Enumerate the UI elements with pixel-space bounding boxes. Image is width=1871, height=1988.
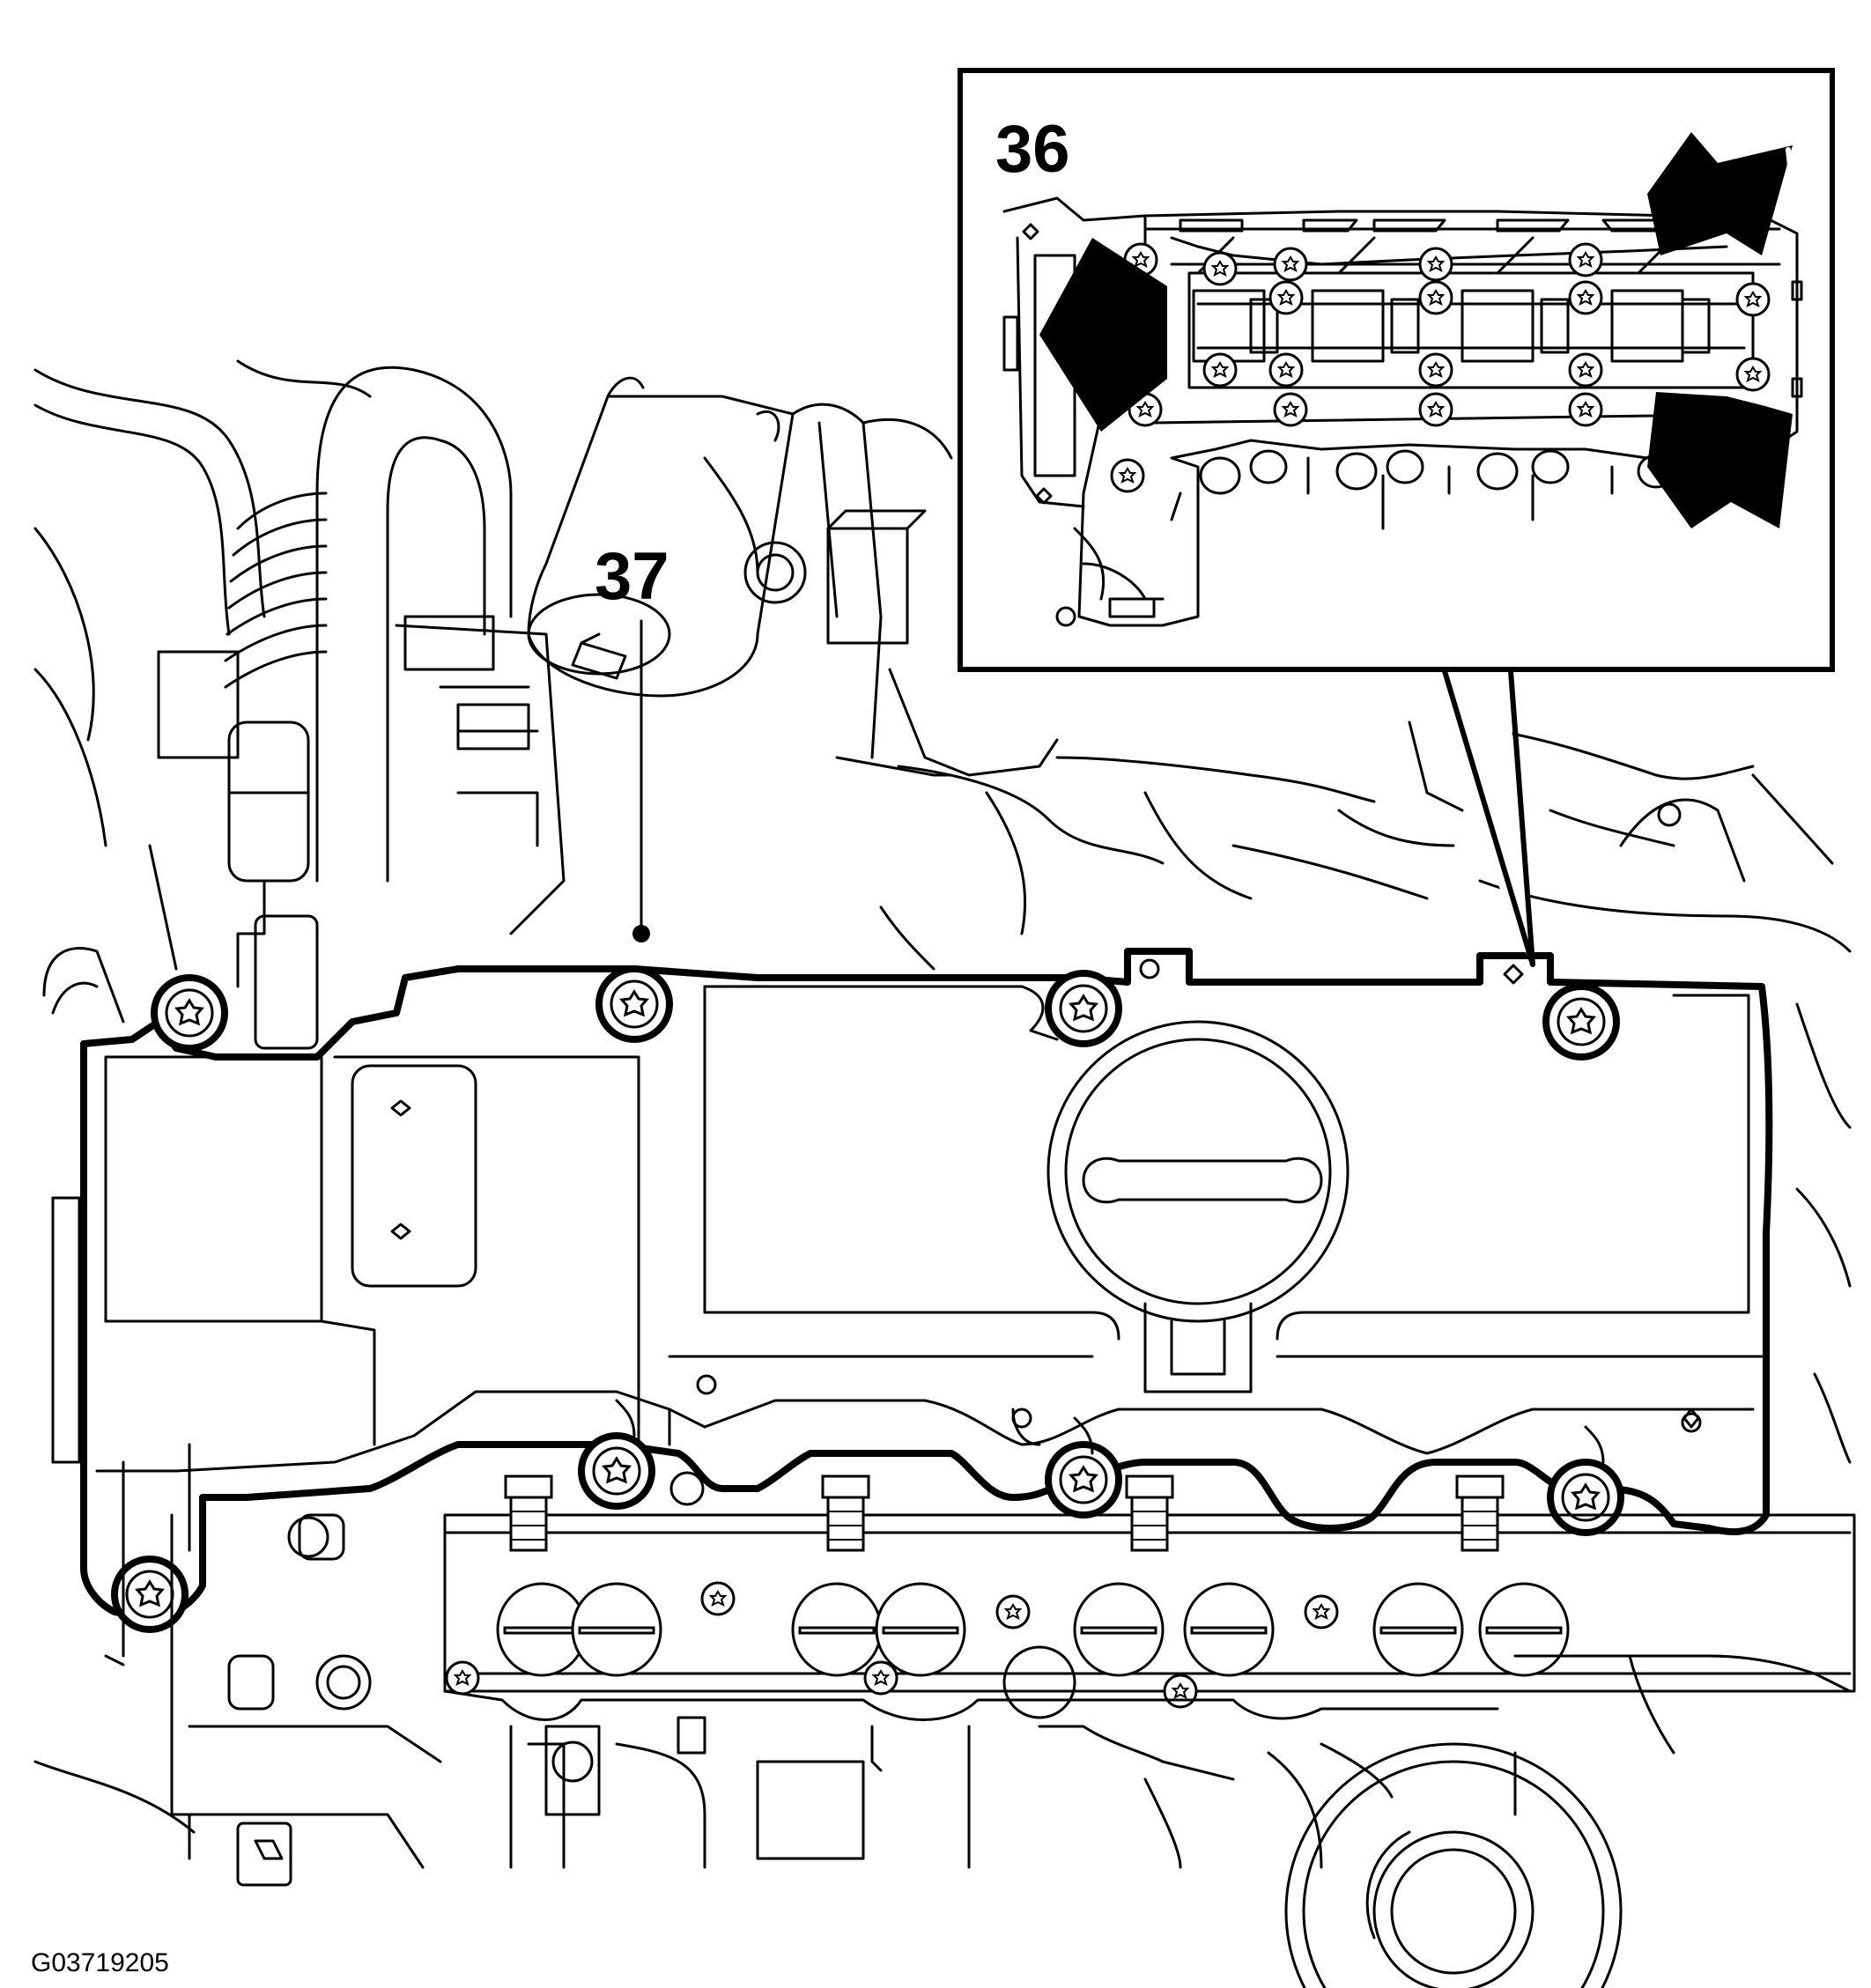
callout-37: 37 — [595, 539, 669, 942]
cylinder-head — [33, 1196, 1856, 1988]
callout-label-36: 36 — [995, 112, 1070, 187]
callout-label-37: 37 — [595, 539, 669, 614]
background-engine-parts — [33, 359, 1852, 1464]
figure-id: G03719205 — [31, 1948, 169, 1977]
arrow-icon — [1647, 132, 1793, 255]
cam-cover — [80, 948, 1773, 1630]
leader-dot — [632, 925, 650, 942]
arrow-icon — [1039, 238, 1167, 432]
inset-cylinder-head — [1002, 196, 1803, 627]
inset-36: 36 — [958, 68, 1835, 969]
arrow-icon — [1647, 392, 1793, 528]
